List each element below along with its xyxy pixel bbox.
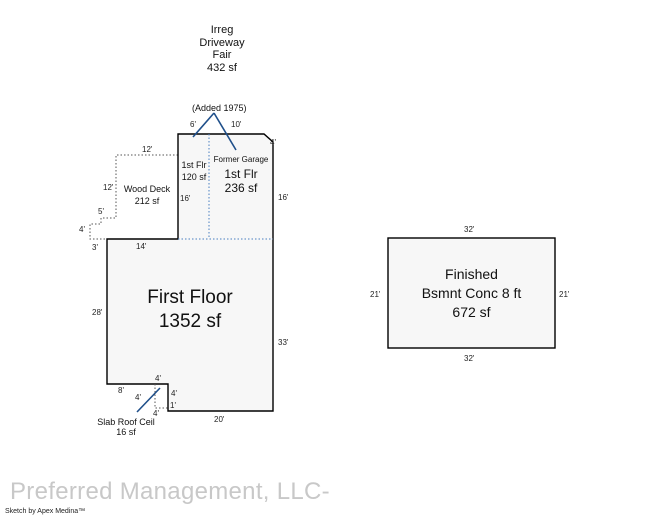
first-floor-name: First Floor [147, 287, 233, 308]
first-floor-outline [106, 133, 274, 412]
dim-28: 28' [92, 308, 103, 317]
basement-line1: Finished [445, 266, 498, 282]
former-garage-area: 236 sf [224, 180, 258, 195]
dim-12-side: 12' [103, 183, 114, 192]
wood-deck-outline [89, 154, 179, 240]
dim-4-slab-top: 4' [155, 374, 161, 383]
dim-4-top: 4' [270, 138, 276, 147]
basement-dim-bottom: 32' [464, 354, 475, 363]
driveway-label: Irreg Driveway Fair 432 sf [188, 24, 256, 75]
dim-33: 33' [278, 338, 289, 347]
former-garage-caption: Former Garage [213, 155, 269, 164]
dim-10: 10' [231, 120, 242, 129]
driveway-line3: Fair [212, 49, 232, 62]
basement-label: Finished Bsmnt Conc 8 ft 672 sf [388, 266, 555, 320]
dim-16-inner: 16' [180, 194, 191, 203]
former-garage-label: Former Garage 1st Flr 236 sf [209, 155, 273, 196]
dim-4-left: 4' [79, 225, 85, 234]
watermark-text: Preferred Management, LLC- [10, 478, 330, 505]
dim-3: 3' [92, 243, 98, 252]
basement-dim-right: 21' [559, 290, 570, 299]
slab-label: Slab Roof Ceil 16 sf [88, 417, 164, 438]
slab-name: Slab Roof Ceil [97, 417, 155, 427]
sketch-credit: Sketch by Apex Medina™ [5, 508, 86, 515]
driveway-line2: Driveway [199, 36, 245, 49]
first-flr-small-label: 1st Flr 120 sf [178, 160, 210, 183]
dim-16-right: 16' [278, 193, 289, 202]
dim-4-slab-bottom: 4' [153, 409, 159, 418]
slab-area: 16 sf [116, 427, 136, 438]
dim-4-slab-right: 4' [171, 389, 177, 398]
dim-12-top: 12' [142, 145, 153, 154]
dim-14: 14' [136, 242, 147, 251]
dim-5: 5' [98, 207, 104, 216]
wood-deck-area: 212 sf [134, 196, 160, 207]
basement-area: 672 sf [452, 304, 491, 321]
first-floor-label: First Floor 1352 sf [120, 287, 260, 333]
dim-1: 1' [170, 401, 176, 410]
dim-6: 6' [190, 120, 196, 129]
first-flr-small-area: 120 sf [181, 172, 207, 183]
added-note: (Added 1975) [192, 103, 247, 113]
first-flr-small-name: 1st Flr [181, 160, 207, 170]
driveway-line1: Irreg [210, 24, 234, 36]
slab-outline [154, 384, 168, 409]
dim-4-slab-left: 4' [135, 393, 141, 402]
basement-outline [387, 237, 556, 349]
added-leader-right [213, 112, 237, 151]
added-leader-left [192, 112, 215, 138]
wood-deck-label: Wood Deck 212 sf [116, 184, 178, 207]
former-garage-name: 1st Flr [224, 167, 258, 182]
dim-8: 8' [118, 386, 124, 395]
slab-leader [136, 387, 161, 413]
basement-dim-top: 32' [464, 225, 475, 234]
driveway-area: 432 sf [207, 61, 237, 74]
basement-dim-left: 21' [370, 290, 381, 299]
basement-line2: Bsmnt Conc 8 ft [421, 285, 522, 302]
first-floor-area: 1352 sf [158, 310, 222, 332]
wood-deck-name: Wood Deck [123, 184, 171, 194]
dim-20: 20' [214, 415, 225, 424]
